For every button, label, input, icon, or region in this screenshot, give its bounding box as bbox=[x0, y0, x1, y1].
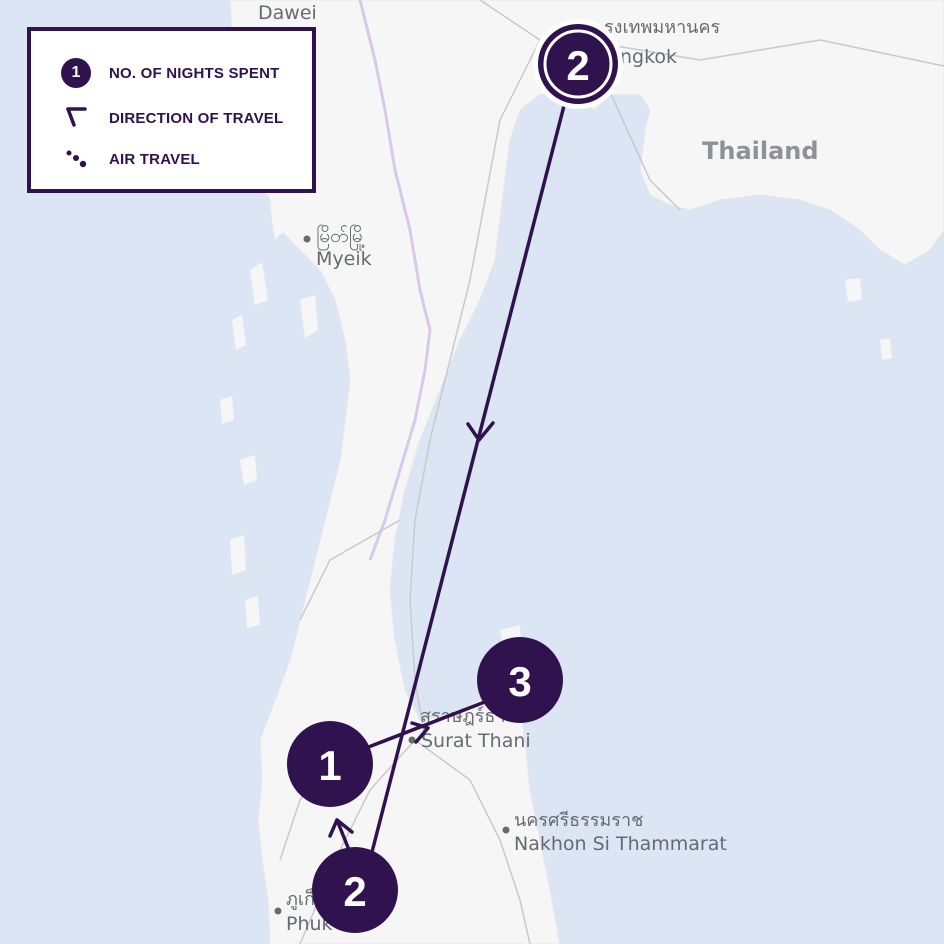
nights-icon: 1 bbox=[59, 56, 93, 90]
label-phuket: Phuk bbox=[286, 913, 333, 935]
surat-thani-marker bbox=[408, 736, 416, 744]
label-phuket-thai: ภูเก็ bbox=[286, 887, 315, 910]
direction-arrow-north bbox=[328, 818, 354, 838]
phuket-marker bbox=[274, 907, 282, 915]
route bbox=[328, 96, 568, 854]
legend-row-nights: 1 NO. OF NIGHTS SPENT bbox=[31, 56, 279, 90]
label-nakhon-thai: นครศรีธรรมราช bbox=[514, 810, 643, 831]
label-surat-thani-thai: สราษฎร์ธา bbox=[420, 706, 505, 727]
nights-sample-badge: 1 bbox=[61, 58, 91, 88]
stop-bangkok[interactable]: 2 bbox=[533, 19, 623, 109]
label-myeik-burmese: မြိတ်မြို့ bbox=[316, 223, 366, 251]
legend-row-direction: DIRECTION OF TRAVEL bbox=[31, 101, 283, 135]
stop-surat-thani[interactable]: 3 bbox=[477, 637, 563, 723]
air-travel-icon bbox=[59, 142, 93, 176]
label-thailand: Thailand bbox=[702, 137, 819, 165]
stop-phuket[interactable]: 2 bbox=[312, 847, 398, 933]
stop-nights: 1 bbox=[318, 742, 341, 789]
border-line bbox=[358, 0, 432, 561]
label-nakhon: Nakhon Si Thammarat bbox=[514, 833, 727, 855]
label-bangkok-thai: รุงเทพมหานคร bbox=[604, 17, 721, 38]
label-myeik: Myeik bbox=[316, 248, 372, 270]
legend: 1 NO. OF NIGHTS SPENT DIRECTION OF TRAVE… bbox=[27, 27, 316, 193]
stop-nights: 3 bbox=[508, 658, 531, 705]
stop-khao-sok[interactable]: 1 bbox=[287, 721, 373, 807]
stop-nights: 2 bbox=[566, 42, 589, 89]
legend-nights-label: NO. OF NIGHTS SPENT bbox=[109, 64, 280, 82]
label-bangkok: ngkok bbox=[620, 46, 677, 68]
myeik-marker bbox=[303, 235, 311, 243]
label-dawei: Dawei bbox=[258, 2, 317, 24]
route-khaosok-to-suratthani bbox=[364, 696, 497, 750]
direction-arrow-south bbox=[466, 421, 495, 442]
place-labels: Dawei รุงเทพมหานคร ngkok Thailand မြိတ်မ… bbox=[258, 2, 819, 935]
islands bbox=[220, 200, 892, 944]
legend-air-label: AIR TRAVEL bbox=[109, 150, 200, 168]
legend-direction-label: DIRECTION OF TRAVEL bbox=[109, 109, 284, 127]
route-bangkok-to-phuket bbox=[370, 96, 568, 854]
nakhon-marker bbox=[502, 826, 510, 834]
direction-arrow-icon bbox=[59, 101, 93, 135]
route-phuket-to-khaosok bbox=[335, 818, 351, 852]
label-surat-thani: Surat Thani bbox=[421, 730, 531, 752]
stop-nights: 2 bbox=[343, 868, 366, 915]
legend-row-air: AIR TRAVEL bbox=[31, 142, 200, 176]
direction-arrow-east bbox=[410, 721, 430, 744]
